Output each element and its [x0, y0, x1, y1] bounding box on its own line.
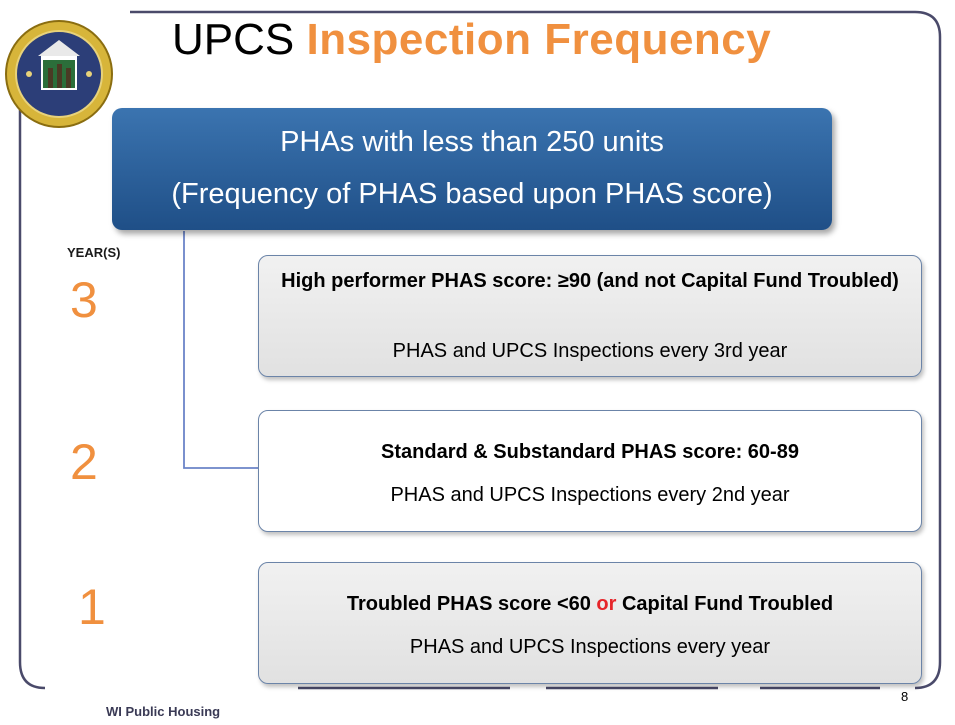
- years-label: YEAR(S): [67, 245, 121, 260]
- header-line1: PHAs with less than 250 units: [280, 126, 664, 158]
- tier-heading: Standard & Substandard PHAS score: 60-89: [381, 441, 799, 463]
- title-part2: Inspection Frequency: [306, 15, 772, 64]
- tier-heading: Troubled PHAS score <60 or Capital Fund …: [259, 593, 921, 616]
- slide-title: UPCS Inspection Frequency: [172, 18, 771, 62]
- header-line2: (Frequency of PHAS based upon PHAS score…: [171, 178, 773, 210]
- tier-box-troubled: Troubled PHAS score <60 or Capital Fund …: [258, 562, 922, 684]
- heading-part2: Capital Fund Troubled: [616, 593, 834, 615]
- tier-heading: High performer PHAS score: ≥90 (and not …: [281, 270, 899, 292]
- connector-line: [183, 231, 258, 469]
- year-1: 1: [78, 579, 106, 635]
- heading-part1: Troubled PHAS score <60: [346, 593, 597, 615]
- hud-seal-icon: [5, 20, 113, 128]
- tier-box-high-performer: High performer PHAS score: ≥90 (and not …: [258, 255, 922, 377]
- year-2: 2: [70, 434, 98, 490]
- page-number: 8: [901, 689, 909, 704]
- category-header-box: PHAs with less than 250 units (Frequency…: [112, 108, 832, 230]
- tier-box-standard: Standard & Substandard PHAS score: 60-89…: [258, 410, 922, 532]
- title-part1: UPCS: [172, 15, 307, 64]
- tier-detail: PHAS and UPCS Inspections every 3rd year: [392, 340, 788, 362]
- tier-detail: PHAS and UPCS Inspections every 2nd year: [390, 484, 790, 506]
- footer-text: WI Public Housing: [106, 704, 221, 719]
- tier-detail: PHAS and UPCS Inspections every year: [409, 636, 771, 658]
- or-word: or: [596, 593, 617, 615]
- year-3: 3: [70, 272, 98, 328]
